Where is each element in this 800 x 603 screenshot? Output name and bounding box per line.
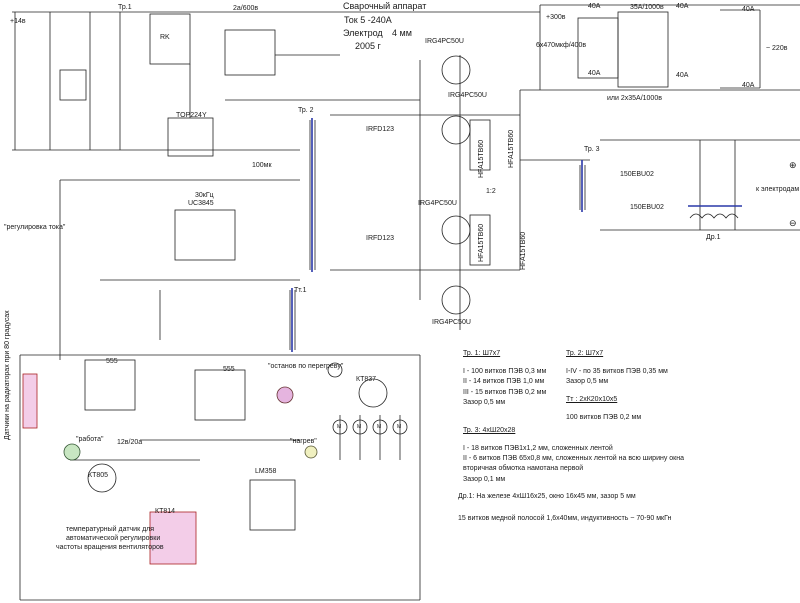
fan-2: M [357,424,362,430]
label-top224: TOP224Y [176,112,207,119]
label-ratio: 1:2 [486,188,496,195]
label-stop-overheat: "останов по перегреву" [268,363,344,370]
label-work: "работа" [76,436,104,443]
label-plus-out: ⊕ [789,160,797,170]
label-tr3: Тр. 3 [584,146,600,153]
label-irfd-top: IRFD123 [366,126,395,133]
label-kt837: КТ837 [356,376,377,383]
note-tr3-l4: Зазор 0,1 мм [463,476,506,483]
label-kt814: КТ814 [155,508,176,515]
label-tr1: Тр.1 [118,4,132,11]
label-sensor-vertical: Датчики на радиаторах при 80 градусах [4,310,11,440]
label-relay: 12в/20а [117,439,143,446]
note-tr2-l2: Зазор 0,5 мм [566,378,609,385]
note-tr3-l1: I - 18 витков ПЭВ1х1,2 мм, сложенных лен… [463,445,613,452]
label-irg-bot2: IRG4PC50U [432,319,471,326]
label-or-alt: или 2х35А/1000в [607,95,662,102]
label-hfa3: HFA15TB60 [478,223,485,262]
label-bridge-main: 35А/1000в [630,4,664,11]
note-tr3-l2: II - 6 витков ПЭВ 65х0,8 мм, сложенных л… [463,455,685,462]
note-tr2-title: Тр. 2: Ш7х7 [566,350,604,357]
label-osc-freq: 30кГц [195,192,214,199]
note-tr3-l3: вторичная обмотка намотана первой [463,465,584,472]
label-fuse4: 40А [676,72,689,79]
note-tr1-l3: III - 15 витков ПЭВ 0,2 мм [463,389,547,396]
label-hfa2: HFA15TB60 [508,129,515,168]
label-thermo-1: температурный датчик для [66,526,155,533]
label-555a: 555 [106,358,118,365]
note-tr3-title: Тр. 3: 4хШ20х28 [463,427,516,434]
note-tr1-title: Тр. 1: Ш7х7 [463,350,501,357]
label-minus-out: ⊖ [789,218,797,228]
note-dr1-l2: 15 витков медной полосой 1,6х40мм, индук… [458,515,672,522]
note-tt1-l1: 100 витков ПЭВ 0,2 мм [566,414,642,421]
label-fuse5: 40А [742,6,755,13]
fan-3: M [377,424,382,430]
fan-1: M [337,424,342,430]
label-mains: ~ 220в [766,45,788,52]
note-tt1-title: Тт : 2хК20х10х5 [566,396,618,403]
label-dr1: Др.1 [706,234,721,241]
label-fuse2: 40А [588,70,601,77]
note-tr1-l2: II - 14 витков ПЭВ 1,0 мм [463,378,545,385]
year: 2005 г [355,41,381,51]
label-fuse1: 40А [588,3,601,10]
title: Сварочный аппарат [343,1,427,11]
label-to-electrodes: к электродам [756,186,800,193]
label-thermo-3: частоты вращения вентиляторов [56,544,164,551]
label-irg-top1: IRG4PC50U [425,38,464,45]
label-heat: "нагрев" [290,438,317,445]
label-current-adj: "регулировка тока" [4,224,66,231]
note-tr1-l1: I - 100 витков ПЭВ 0,3 мм [463,368,547,375]
note-tr1-l4: Зазор 0,5 мм [463,399,506,406]
note-dr1-l1: Др.1: На железе 4хШ16х25, окно 16х45 мм,… [458,493,636,500]
label-lm358: LM358 [255,468,277,475]
fan-4: M [397,424,402,430]
electrode-value: 4 мм [392,28,412,38]
label-fuse6: 40А [742,82,755,89]
label-v14: +14в [10,18,26,25]
note-tr2-l1: I-IV - по 35 витков ПЭВ 0,35 мм [566,368,668,375]
label-irg-bot1: IRG4PC50U [418,200,457,207]
label-irg-top2: IRG4PC50U [448,92,487,99]
label-caps: 6х470мкф/400в [536,42,587,49]
label-hfa4: HFA15TB60 [520,231,527,270]
label-ebu-top: 150EBU02 [620,171,654,178]
label-v300: +300в [546,14,566,21]
label-hfa1: HFA15TB60 [478,139,485,178]
label-rk: RK [160,34,170,41]
current-range: Ток 5 -240А [344,15,392,25]
label-tr2: Тр. 2 [298,107,314,114]
label-kt805: КТ805 [88,472,109,479]
label-c100mk: 100мк [252,162,272,169]
label-irfd-bot: IRFD123 [366,235,395,242]
label-uc3845: UC3845 [188,200,214,207]
label-ebu-bot: 150EBU02 [630,204,664,211]
label-thermo-2: автоматической регулировки [66,535,161,542]
electrode-label: Электрод [343,28,383,38]
label-fuse3: 40А [676,3,689,10]
label-bridge1: 2а/600в [233,5,259,12]
label-555b: 555 [223,366,235,373]
label-tt1: Тт.1 [294,287,307,294]
